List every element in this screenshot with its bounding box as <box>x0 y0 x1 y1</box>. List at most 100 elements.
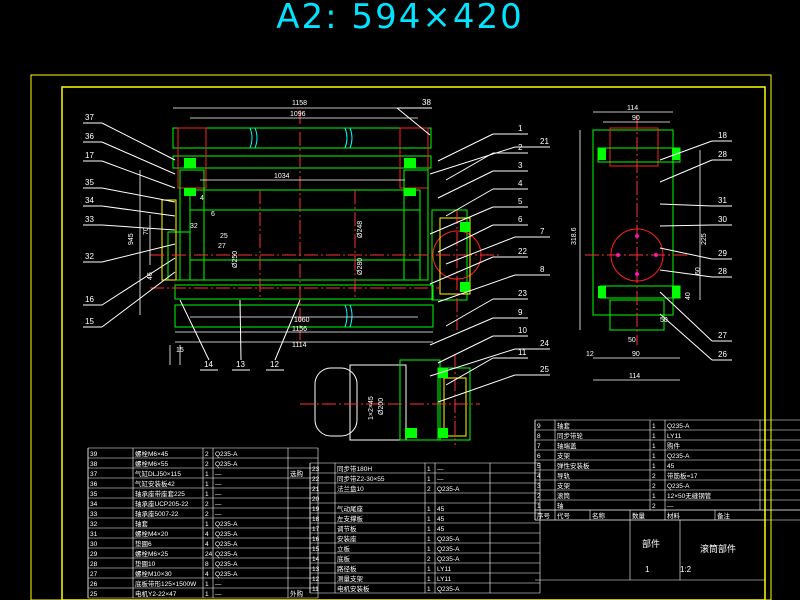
bom-mid-cell: 14 <box>312 556 320 563</box>
dimension-d250: Ø250 <box>232 251 239 268</box>
bom-left-cell: — <box>215 471 222 478</box>
bom-mid-cell: 1 <box>427 516 431 523</box>
dimension-side-d50: 50 <box>628 337 636 344</box>
bom-right-cell: 滚筒 <box>557 491 571 500</box>
callout-right-1: 1 <box>518 124 523 133</box>
bom-right-cell: 轴端盖 <box>557 441 577 450</box>
bom-mid-cell: 路径板 <box>337 564 357 573</box>
bom-right-cell: 7 <box>537 443 541 450</box>
bom-head-cell: 序号 <box>537 511 551 520</box>
bom-mid-cell: 20 <box>312 496 320 503</box>
bom-left-cell: Q235-A <box>215 531 238 538</box>
bom-right-cell: 2 <box>537 493 541 500</box>
bom-left-cell: 32 <box>90 521 98 528</box>
bom-mid-cell: 气动尾座 <box>337 504 364 513</box>
outer-frame <box>30 74 772 600</box>
bom-right-cell: Q235-A <box>667 483 690 490</box>
bom-left-cell: 28 <box>90 561 98 568</box>
callout-side-28: 28 <box>718 267 727 276</box>
inner-frame <box>61 86 766 600</box>
dimension-d15: 15 <box>176 347 184 354</box>
bom-left-cell: 螺栓M6×55 <box>135 459 168 468</box>
bom-mid-cell: 2 <box>427 486 431 493</box>
dimension-side-d225: 225 <box>701 233 708 245</box>
bom-left-cell: 轴承座带座套225 <box>135 489 185 498</box>
bill-of-materials <box>87 419 800 599</box>
bom-mid-cell: 45 <box>437 506 445 513</box>
bom-left-cell: 38 <box>90 461 98 468</box>
dimension-side-d12: 12 <box>586 351 594 358</box>
bom-right-cell: 带筋板=17 <box>667 471 698 480</box>
bom-mid-cell: 电机安装板 <box>337 584 370 593</box>
callout-right-21: 21 <box>540 137 549 146</box>
bom-left-cell: 电机Y2-22×47 <box>135 589 177 598</box>
bom-right-cell: 购件 <box>667 441 681 450</box>
callout-right-23: 23 <box>518 289 527 298</box>
front-view <box>139 107 500 365</box>
dimension-side-d40: 40 <box>685 292 692 300</box>
bom-mid-cell: 23 <box>312 466 320 473</box>
bom-left-cell: 37 <box>90 471 98 478</box>
bom-left-cell: 25 <box>90 591 98 598</box>
bom-mid-cell: 11 <box>312 586 319 593</box>
dimension-side-d90b: 90 <box>632 351 640 358</box>
callout-right-8: 8 <box>540 265 545 274</box>
bom-right-cell: 2 <box>652 483 656 490</box>
bom-left-cell: — <box>215 501 222 508</box>
bom-left-cell: 1 <box>205 521 209 528</box>
callout-side-31: 31 <box>718 196 727 205</box>
callout-side-29: 29 <box>718 249 727 258</box>
callout-side-27: 27 <box>718 331 727 340</box>
bom-left-cell: — <box>215 581 222 588</box>
bom-left-cell: 30 <box>90 541 98 548</box>
bom-right-cell: LY11 <box>667 433 682 440</box>
bom-mid-cell: Q235-A <box>437 536 460 543</box>
bom-mid-cell: 13 <box>312 566 320 573</box>
bom-mid-cell: 法兰盘10 <box>337 484 364 493</box>
bom-left-cell: Q235-A <box>215 551 238 558</box>
bom-left-cell: 4 <box>205 541 209 548</box>
bom-mid-cell: 16 <box>312 536 320 543</box>
bom-right-cell: 2 <box>652 503 656 510</box>
callout-right-25: 25 <box>540 365 549 374</box>
callout-right-7: 7 <box>540 227 545 236</box>
callout-right-24: 24 <box>540 339 549 348</box>
callout-bottom-12: 12 <box>270 360 279 369</box>
callout-left-16: 16 <box>85 295 94 304</box>
bom-right-cell: 1 <box>652 443 656 450</box>
bom-right-cell: 8 <box>537 433 541 440</box>
bom-left-cell: 2 <box>205 451 209 458</box>
bom-left-cell: 选购 <box>290 469 304 478</box>
bom-mid-cell: — <box>437 476 444 483</box>
dimension-d32: 32 <box>190 223 198 230</box>
bom-right-cell: 弹性安装板 <box>557 461 590 470</box>
bom-mid-cell: 1 <box>427 506 431 513</box>
bom-left-cell: — <box>215 511 222 518</box>
title-block-part: 部件 <box>642 538 660 549</box>
bom-right-cell: 6 <box>537 453 541 460</box>
bom-left-cell: 轴承座5007-22 <box>135 509 179 518</box>
callout-right-11: 11 <box>518 348 527 357</box>
bom-mid-cell: 12 <box>312 576 320 583</box>
bom-right-cell: 1 <box>652 493 656 500</box>
bom-left-cell: 36 <box>90 481 98 488</box>
bom-left-cell: Q235-A <box>215 561 238 568</box>
dimension-d70: 70 <box>143 227 150 235</box>
callout-left-17: 17 <box>85 151 94 160</box>
bom-right-cell: 3 <box>537 483 541 490</box>
bom-right-cell: 1 <box>652 433 656 440</box>
dimension-d1034: 1034 <box>274 173 290 180</box>
bom-left-cell: Q235-A <box>215 451 238 458</box>
callout-side-30: 30 <box>718 215 727 224</box>
motor-view <box>300 355 480 445</box>
bom-mid-cell: 底板 <box>337 554 351 563</box>
sheet-size-title: A2: 594×420 <box>276 0 524 37</box>
dimension-side-d60: 60 <box>695 267 702 275</box>
bom-right-cell: Q235-A <box>667 453 690 460</box>
bom-head-cell: 材料 <box>667 511 681 520</box>
dimension-d1114: 1114 <box>292 342 307 349</box>
bom-mid-cell: 立板 <box>337 544 351 553</box>
bom-mid-cell: 同步带180H <box>337 465 372 473</box>
bom-right-cell: 导轨 <box>557 471 571 480</box>
